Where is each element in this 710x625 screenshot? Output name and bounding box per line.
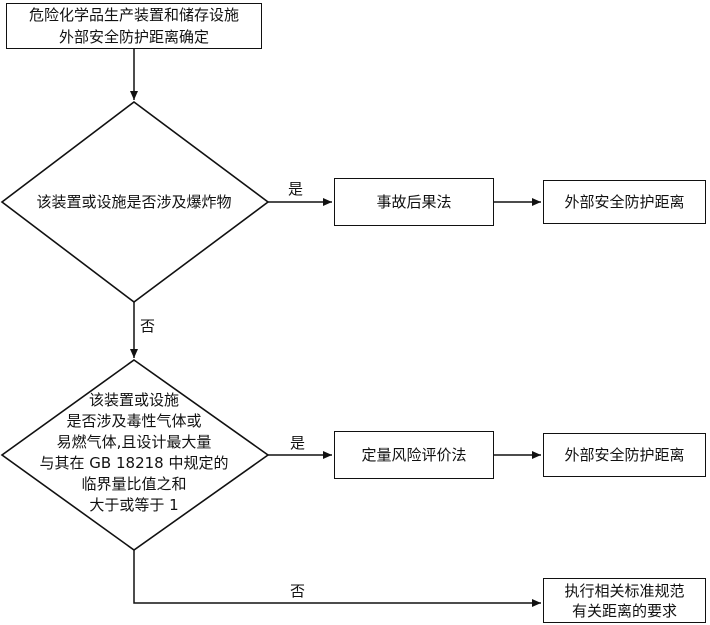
start-box: 危险化学品生产装置和储存设施 外部安全防护距离确定 bbox=[6, 3, 262, 49]
method1-label: 事故后果法 bbox=[376, 193, 452, 211]
start-line1: 危险化学品生产装置和储存设施 bbox=[28, 6, 239, 24]
decision2-text: 该装置或设施 是否涉及毒性气体或 易燃气体,且设计最大量 与其在 GB 1821… bbox=[24, 390, 244, 516]
method2-box: 定量风险评价法 bbox=[334, 431, 494, 479]
decision2-line2: 是否涉及毒性气体或 bbox=[66, 412, 202, 430]
other-line1: 执行相关标准规范 bbox=[564, 581, 685, 600]
decision2-line5: 临界量比值之和 bbox=[81, 475, 187, 493]
start-line2: 外部安全防护距离确定 bbox=[58, 28, 209, 46]
method2-label: 定量风险评价法 bbox=[361, 446, 467, 464]
decision2-yes-label: 是 bbox=[290, 434, 306, 452]
result2-label: 外部安全防护距离 bbox=[564, 446, 685, 464]
result1-box: 外部安全防护距离 bbox=[543, 180, 706, 224]
method1-box: 事故后果法 bbox=[334, 178, 494, 226]
decision1-text: 该装置或设施是否涉及爆炸物 bbox=[36, 193, 232, 211]
decision1-no-label: 否 bbox=[140, 317, 156, 335]
arrow-decision2-no bbox=[133, 550, 541, 607]
other-line2: 有关距离的要求 bbox=[571, 601, 677, 620]
result2-box: 外部安全防护距离 bbox=[543, 433, 706, 477]
decision2-line1: 该装置或设施 bbox=[88, 391, 179, 409]
decision2-line3: 易燃气体,且设计最大量 bbox=[56, 433, 212, 451]
decision2-line4: 与其在 GB 18218 中规定的 bbox=[39, 454, 229, 472]
result1-label: 外部安全防护距离 bbox=[564, 193, 685, 211]
decision2-no-label: 否 bbox=[290, 582, 306, 600]
decision2-line6: 大于或等于 1 bbox=[89, 496, 179, 514]
decision1-yes-label: 是 bbox=[288, 180, 304, 198]
other-requirements-box: 执行相关标准规范 有关距离的要求 bbox=[543, 578, 706, 623]
